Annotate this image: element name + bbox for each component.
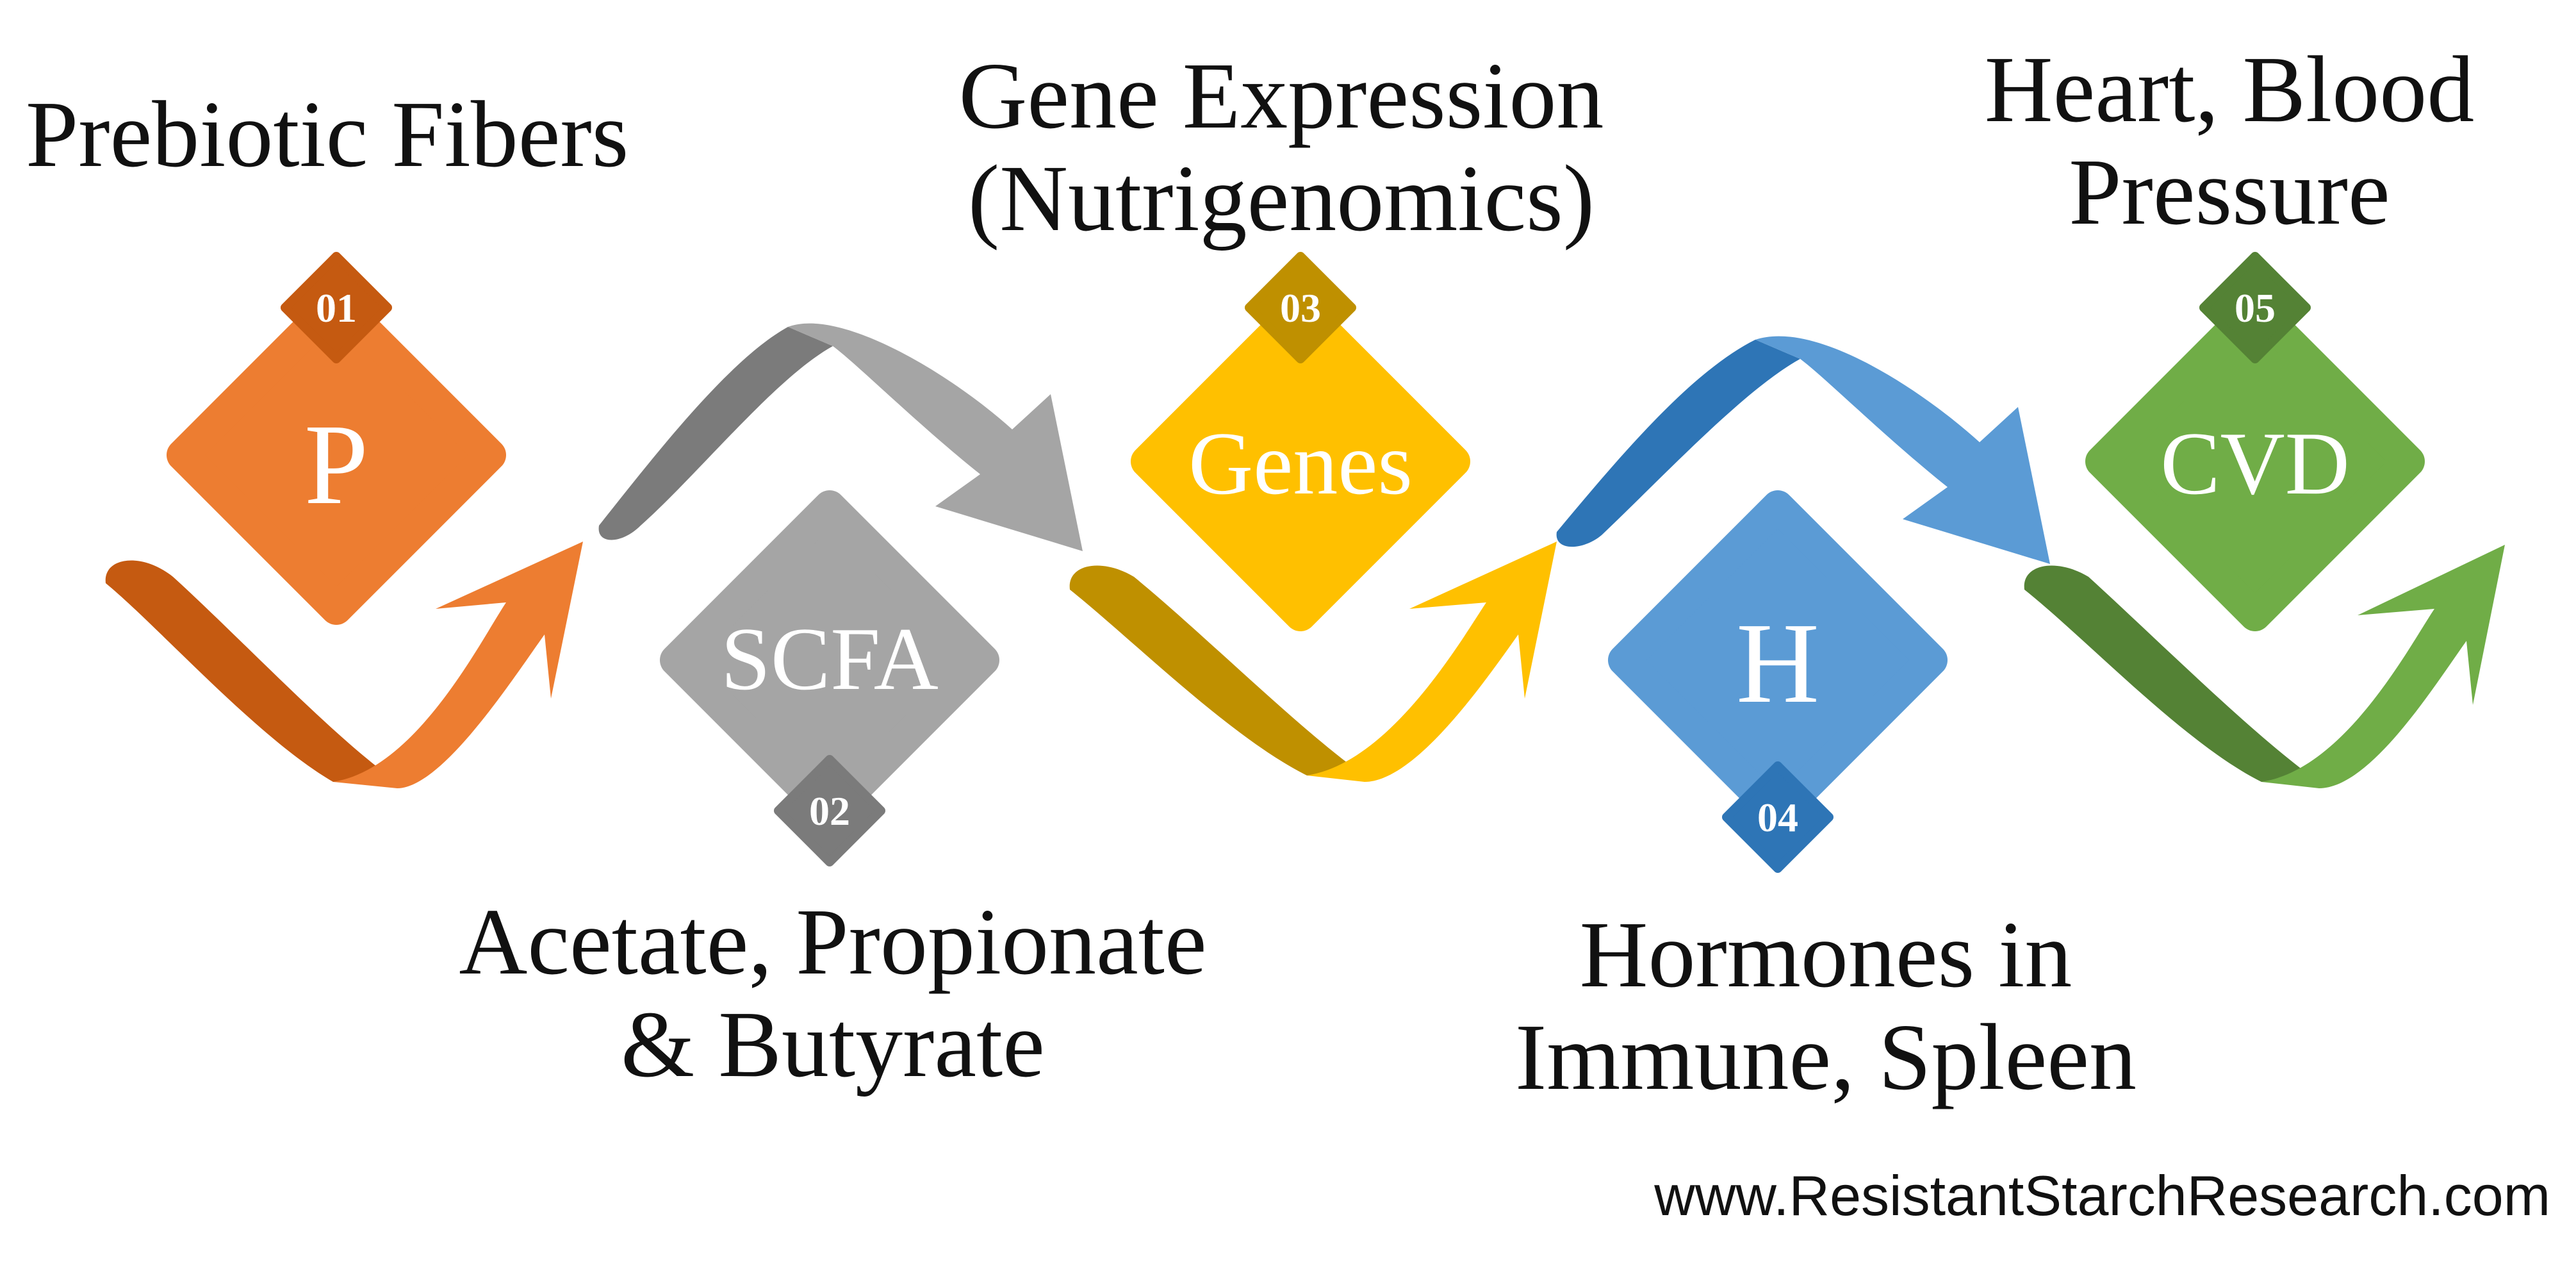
step-3-caption: Gene Expression (Nutrigenomics) [897,45,1666,250]
step-1-arrow [333,542,583,788]
step-4: H 04 [1556,336,2050,873]
step-3-caption-line: (Nutrigenomics) [967,146,1595,251]
step-1-diamond [167,285,506,625]
step-5-symbol: CVD [2160,414,2350,513]
step-1-caption: Prebiotic Fibers [26,83,666,186]
step-5-diamond [2085,292,2425,631]
step-4-symbol: H [1736,599,1819,727]
step-3-diamond [1131,292,1470,631]
step-3-number: 03 [1280,285,1321,331]
step-2-symbol: SCFA [721,609,939,709]
step-4-arrow [1755,336,2050,564]
step-3-caption-line: Gene Expression [958,44,1604,149]
step-4-caption: Hormones in Immune, Spleen [1441,904,2210,1109]
step-1-arrow-tail [105,560,397,782]
step-5-caption-line: Pressure [2069,140,2390,245]
step-5-arrow-tail [2024,565,2319,782]
step-4-caption-line: Hormones in [1579,902,2072,1007]
step-1-badge [281,252,392,363]
step-4-number: 04 [1757,795,1798,840]
step-5-arrow [2261,545,2505,788]
step-1-caption-line: Prebiotic Fibers [26,82,629,187]
step-1-number: 01 [316,285,357,331]
step-2-number: 02 [809,788,850,834]
step-2-arrow [788,323,1083,551]
step-1: P 01 [105,252,583,788]
step-3-badge [1245,252,1356,363]
step-3-arrow [1307,542,1557,782]
step-5-badge [2199,252,2311,363]
step-2-arrow-tail [598,327,833,540]
step-2-badge [774,755,885,866]
step-4-caption-line: Immune, Spleen [1514,1005,2137,1110]
step-2-caption-line: & Butyrate [621,992,1045,1097]
step-5-caption-line: Heart, Blood [1984,37,2475,142]
step-3: Genes 03 [1069,252,1557,782]
step-3-arrow-tail [1069,565,1365,775]
step-4-badge [1722,761,1834,873]
step-3-symbol: Genes [1188,414,1413,513]
step-5-number: 05 [2235,285,2276,331]
step-5-caption: Heart, Blood Pressure [1909,38,2550,244]
step-4-arrow-tail [1556,340,1800,547]
step-1-symbol: P [304,401,368,528]
step-2-caption: Acetate, Propionate & Butyrate [448,891,1217,1096]
step-5: CVD 05 [2024,252,2505,788]
website-link[interactable]: www.ResistantStarchResearch.com [1654,1164,2550,1227]
step-2: SCFA 02 [598,323,1083,866]
step-2-caption-line: Acetate, Propionate [459,890,1207,995]
